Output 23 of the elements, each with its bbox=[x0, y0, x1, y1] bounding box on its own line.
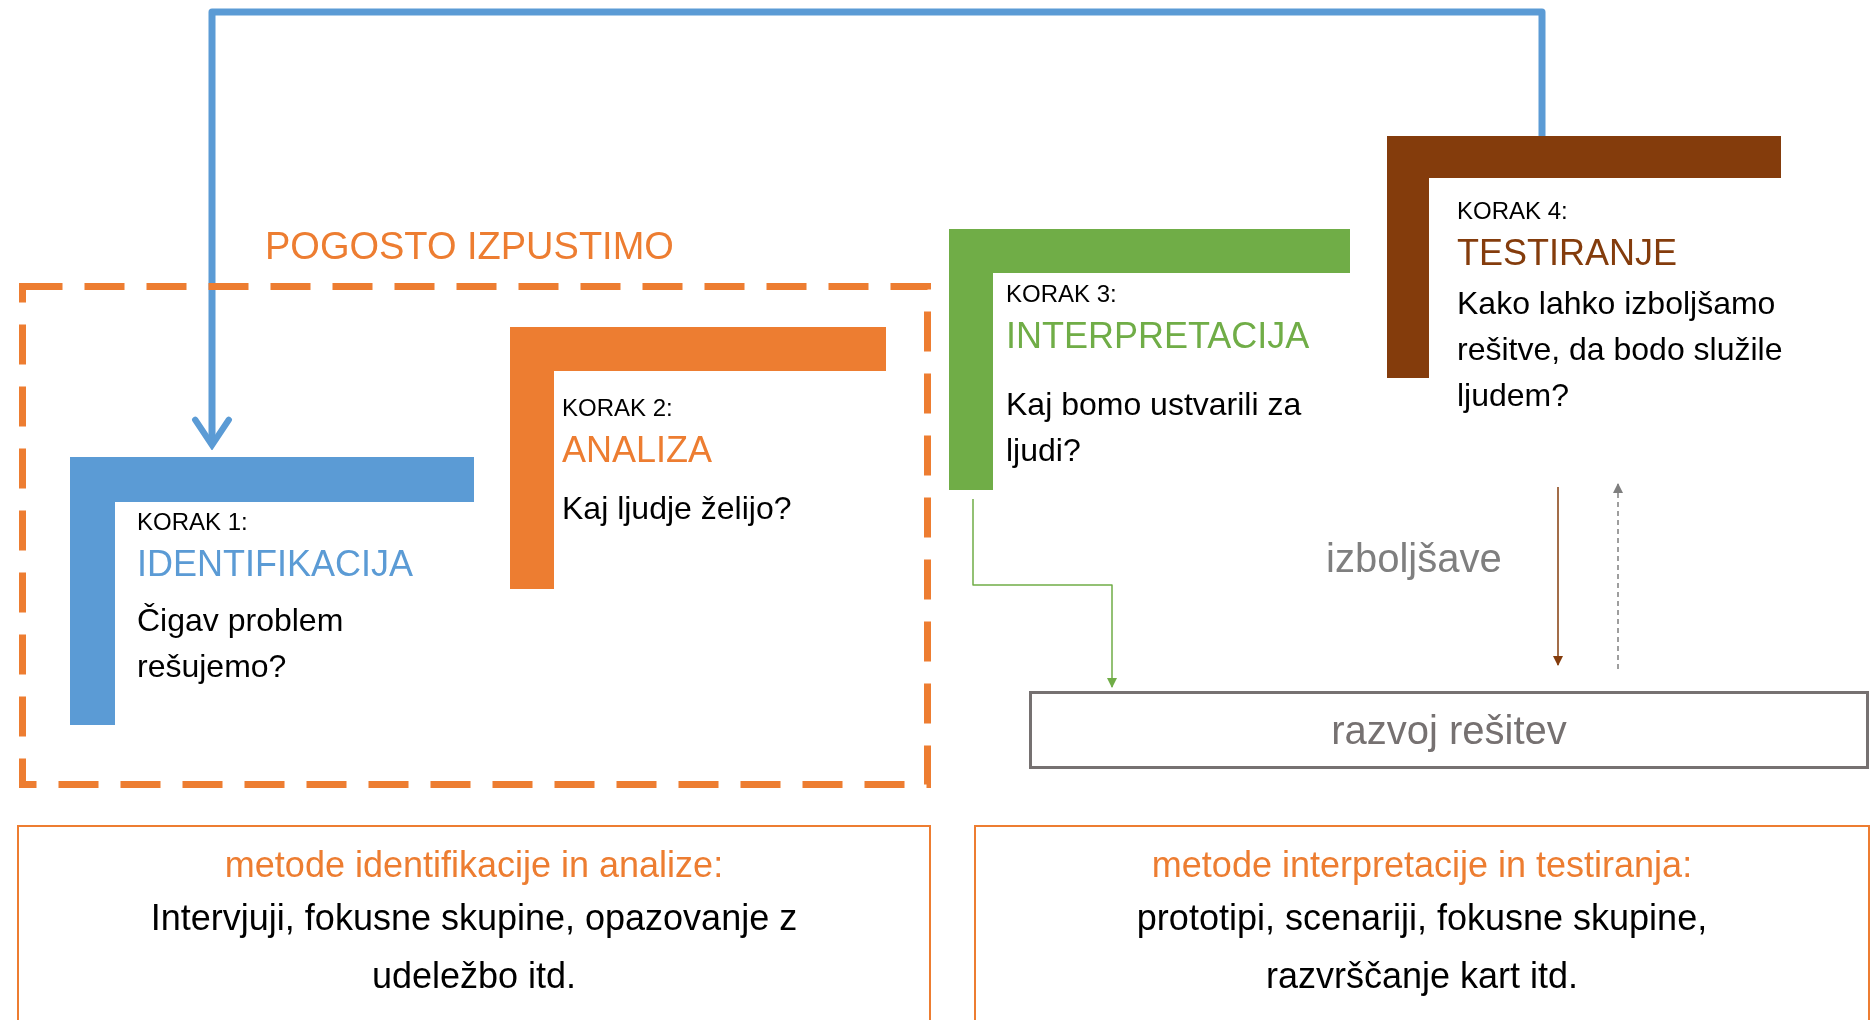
step-title: TESTIRANJE bbox=[1457, 231, 1679, 275]
step-question: Kako lahko izboljšamo rešitve, da bodo služile ljudem? bbox=[1457, 284, 1784, 415]
methods-box bbox=[17, 825, 931, 1020]
methods-box bbox=[974, 825, 1870, 1020]
step-question: Kaj bomo ustvarili za ljudi? bbox=[1006, 385, 1303, 470]
note-label: izboljšave bbox=[1326, 535, 1502, 582]
step-number: KORAK 1: bbox=[137, 507, 249, 537]
arrow bbox=[1553, 486, 1563, 666]
process-box bbox=[1029, 691, 1869, 769]
methods-heading: metode interpretacije in testiranja: bbox=[1151, 843, 1693, 887]
step-number: KORAK 4: bbox=[1457, 196, 1569, 226]
arrow bbox=[972, 498, 1117, 688]
box-label: razvoj rešitev bbox=[1331, 707, 1567, 754]
methods-heading: metode identifikacije in analize: bbox=[224, 843, 724, 887]
methods-list: Intervjuji, fokusne skupine, opazovanje z udeležbo itd. bbox=[94, 889, 854, 1005]
arrow bbox=[1613, 483, 1623, 670]
step-title: IDENTIFIKACIJA bbox=[137, 542, 415, 586]
step-number: KORAK 3: bbox=[1006, 279, 1118, 309]
arrow bbox=[192, 8, 1546, 449]
group-heading: POGOSTO IZPUSTIMO bbox=[265, 224, 674, 269]
step-question: Čigav problem rešujemo? bbox=[137, 601, 345, 686]
methods-list: prototipi, scenariji, fokusne skupine, razvrščanje kart itd. bbox=[1042, 889, 1802, 1005]
step-title: INTERPRETACIJA bbox=[1006, 314, 1311, 358]
